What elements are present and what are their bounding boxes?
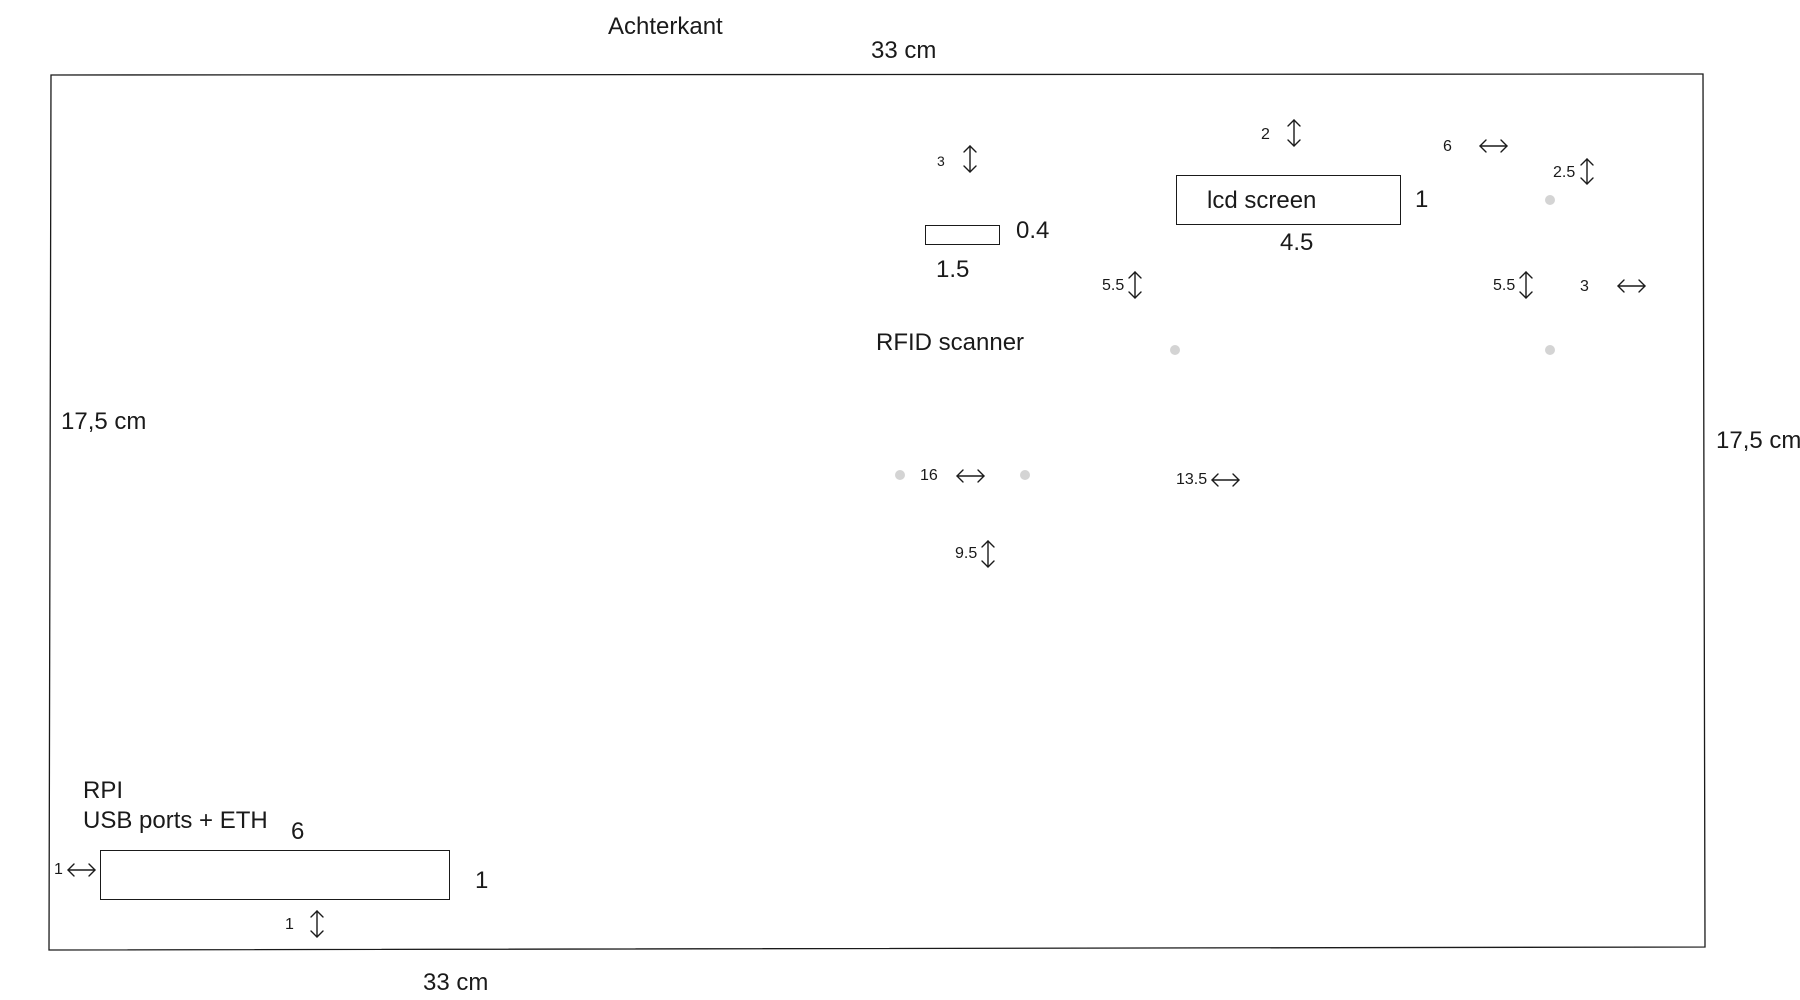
- rfid-label: RFID scanner: [876, 329, 1025, 356]
- horizontal-arrow-icon: [1211, 473, 1240, 487]
- vertical-arrow-icon: [1287, 119, 1301, 147]
- horizontal-arrow-icon: [1617, 279, 1646, 293]
- rpi-height: 1: [475, 867, 489, 894]
- rpi-port-cutout: [100, 850, 450, 900]
- rfid-mount-hole-left: [895, 470, 905, 480]
- lcd-mount-hole-top-right: [1545, 195, 1555, 205]
- vertical-arrow-icon: [1128, 271, 1142, 299]
- lcd-hole-spacing: 13.5: [1176, 471, 1208, 488]
- rpi-ports-label: USB ports + ETH: [83, 807, 268, 834]
- rfid-mount-hole-right: [1020, 470, 1030, 480]
- vertical-arrow-icon: [1580, 158, 1594, 185]
- lcd-hole-offset-right: 5.5: [1493, 277, 1516, 294]
- vertical-arrow-icon: [981, 540, 995, 568]
- top-dimension: 33 cm: [871, 37, 937, 64]
- rpi-width: 6: [291, 818, 305, 845]
- rfid-hole-spacing: 16: [920, 467, 938, 484]
- rfid-slot: [925, 225, 1000, 245]
- horizontal-arrow-icon: [1479, 139, 1508, 153]
- horizontal-arrow-icon: [67, 863, 96, 877]
- rpi-label: RPI: [83, 777, 124, 804]
- rfid-slot-height: 0.4: [1016, 217, 1050, 244]
- vertical-arrow-icon: [1519, 271, 1533, 299]
- lcd-hole-side-offset: 3: [1580, 278, 1589, 295]
- rpi-bottom-offset: 1: [285, 916, 294, 933]
- lcd-screen-label: lcd screen: [1207, 187, 1317, 214]
- lcd-top-offset: 2: [1261, 126, 1270, 143]
- lcd-height: 1: [1415, 186, 1429, 213]
- left-dimension: 17,5 cm: [61, 408, 147, 435]
- rfid-bottom-offset: 9.5: [955, 545, 978, 562]
- lcd-mount-hole-bottom-right: [1545, 345, 1555, 355]
- bottom-dimension: 33 cm: [423, 969, 489, 996]
- rpi-left-offset: 1: [54, 861, 63, 878]
- lcd-hole-offset-left: 5.5: [1102, 277, 1125, 294]
- vertical-arrow-icon: [963, 145, 977, 173]
- lcd-width: 4.5: [1280, 229, 1314, 256]
- lcd-right-offset: 6: [1443, 138, 1452, 155]
- rfid-slot-width: 1.5: [936, 256, 970, 283]
- right-dimension: 17,5 cm: [1716, 427, 1800, 454]
- rfid-top-offset: 3: [937, 153, 945, 169]
- diagram-title: Achterkant: [608, 13, 723, 40]
- vertical-arrow-icon: [310, 910, 324, 938]
- lcd-mount-hole-bottom-left: [1170, 345, 1180, 355]
- lcd-screen-box: [1176, 175, 1401, 225]
- horizontal-arrow-icon: [956, 469, 985, 483]
- lcd-corner-offset: 2.5: [1553, 164, 1576, 181]
